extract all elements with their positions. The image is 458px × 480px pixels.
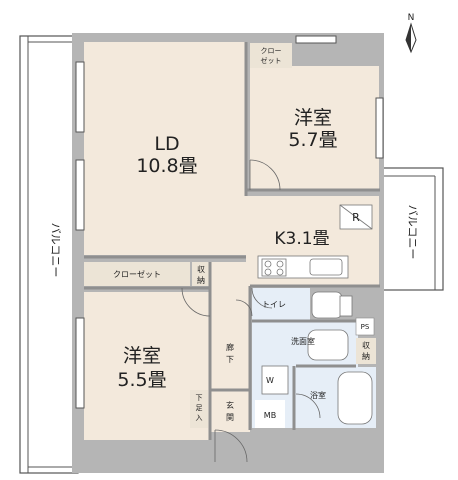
bathtub: [337, 371, 373, 425]
closet-mid: [84, 262, 190, 286]
shoebox-label-2: 足: [196, 404, 203, 412]
closet-mid-label: クローゼット: [113, 269, 161, 279]
shoebox-label-1: 下: [196, 394, 203, 402]
closet-top-label-2: ゼット: [261, 56, 282, 65]
north-compass-icon: N: [405, 13, 417, 54]
washer-label: W: [266, 376, 274, 385]
storage-1-label-2: 納: [197, 275, 205, 285]
toilet-room: [252, 288, 310, 321]
ld-name: LD: [154, 133, 179, 155]
entrance-label-2: 関: [226, 413, 234, 422]
toilet-label: トイレ: [262, 300, 286, 309]
corridor-label-1: 廊: [226, 342, 234, 352]
north-label: N: [408, 13, 415, 23]
ps-shaft: [355, 317, 375, 336]
entrance: [210, 392, 250, 432]
closet-top-label-1: クロー: [261, 47, 282, 55]
storage-2-label-1: 収: [362, 340, 370, 350]
shoebox: [190, 390, 208, 428]
western-room-2-name: 洋室: [123, 345, 161, 367]
ld-room: [84, 42, 246, 255]
closet-top: [250, 43, 292, 68]
corridor-label-2: 下: [226, 355, 234, 364]
storage-1-label-1: 収: [197, 264, 205, 274]
western-room-1-name: 洋室: [294, 107, 332, 129]
balcony-right-label: バルコニー: [406, 205, 419, 260]
balcony-left-label: バルコニー: [49, 223, 62, 278]
storage-1: [192, 262, 210, 286]
bath-label: 浴室: [310, 390, 326, 400]
ps-label: PS: [361, 323, 370, 331]
mb-label: MB: [264, 411, 276, 420]
balcony-left: [19, 35, 79, 474]
washroom-label: 洗面室: [291, 336, 315, 346]
storage-2-label-2: 納: [362, 351, 370, 361]
entrance-label-1: 玄: [226, 400, 234, 410]
ld-size: 10.8畳: [136, 155, 197, 177]
shoebox-label-3: 入: [196, 414, 203, 422]
mb-space: [255, 400, 285, 428]
western-room-2-size: 5.5畳: [117, 369, 166, 391]
western-room-2: [84, 292, 210, 440]
western-room-1-size: 5.7畳: [288, 129, 337, 151]
fridge-label: R: [352, 211, 360, 224]
storage-2: [356, 338, 376, 364]
kitchen-label: K3.1畳: [274, 229, 329, 249]
